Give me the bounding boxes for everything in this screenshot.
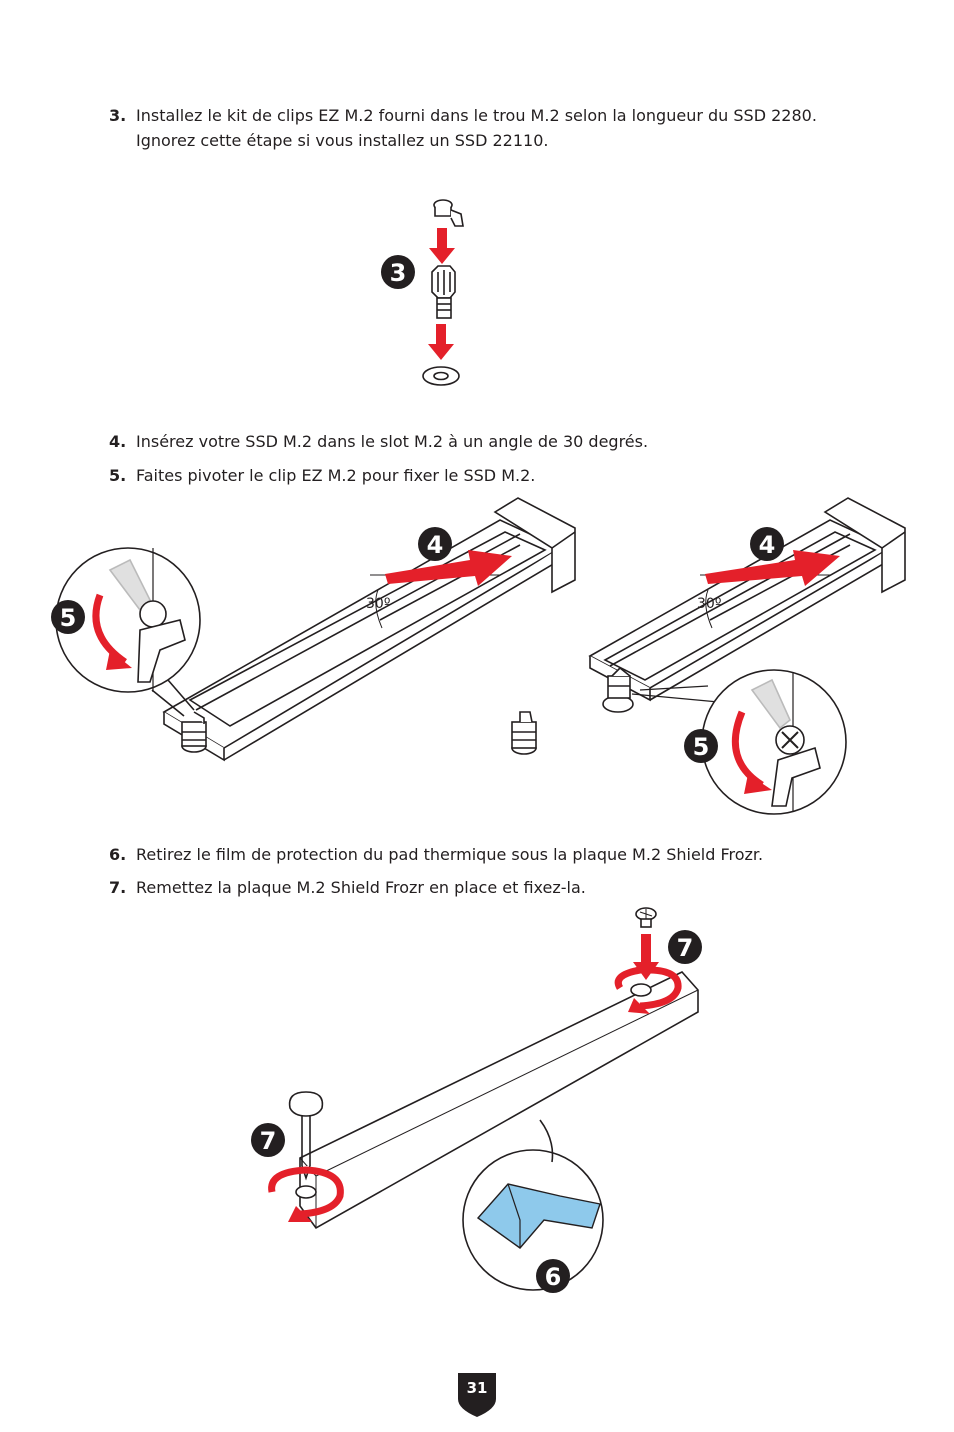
step-number: 3. <box>109 106 127 125</box>
zoom-detail-thermal-pad <box>462 1119 604 1291</box>
step-text: Retirez le film de protection du pad the… <box>136 845 764 864</box>
step-number: 6. <box>109 845 127 864</box>
arrow-down-icon <box>429 228 455 264</box>
badge-6: 6 <box>536 1259 570 1293</box>
svg-text:7: 7 <box>260 1127 277 1155</box>
page-number: 31 <box>466 1379 488 1397</box>
badge-7: 7 <box>668 930 702 964</box>
badge-7: 7 <box>251 1123 285 1157</box>
standoff-icon <box>431 265 456 319</box>
ez-clip-icon <box>602 666 634 713</box>
rotate-arrowhead-icon <box>288 998 650 1222</box>
badge-5: 5 <box>684 729 718 763</box>
rotate-arrow-icon <box>268 966 682 1218</box>
page-number-badge: 31 <box>458 1373 496 1417</box>
svg-text:6: 6 <box>545 1263 562 1291</box>
figure-ez-clip-kit <box>422 199 464 386</box>
mounting-hole-icon <box>422 366 460 386</box>
step-text: Faites pivoter le clip EZ M.2 pour fixer… <box>136 466 536 485</box>
step-text: Remettez la plaque M.2 Shield Frozr en p… <box>136 878 586 897</box>
step-7: 7. Remettez la plaque M.2 Shield Frozr e… <box>109 875 586 900</box>
screw-icon <box>635 907 657 928</box>
figure-ssd-insert-left <box>162 497 576 762</box>
svg-text:7: 7 <box>677 934 694 962</box>
step-4: 4. Insérez votre SSD M.2 dans le slot M.… <box>109 429 648 454</box>
angle-label: 30º <box>697 596 721 612</box>
figure-shield-frozr <box>288 907 699 1230</box>
angle-label: 30º <box>366 596 390 612</box>
badge-4: 4 <box>750 527 784 561</box>
svg-text:3: 3 <box>390 259 407 287</box>
step-number: 4. <box>109 432 127 451</box>
insert-arrow-icon <box>705 550 840 586</box>
ez-clip-icon <box>181 711 207 753</box>
step-number: 7. <box>109 878 127 897</box>
step-number: 5. <box>109 466 127 485</box>
step-text: Insérez votre SSD M.2 dans le slot M.2 à… <box>136 432 649 451</box>
badge-3: 3 <box>381 255 415 289</box>
clip-piece-icon <box>433 199 464 227</box>
ez-clip-icon <box>511 711 537 755</box>
zoom-detail-rotate-clip <box>55 547 201 717</box>
svg-text:4: 4 <box>427 531 444 559</box>
step-6: 6. Retirez le film de protection du pad … <box>109 842 763 867</box>
svg-text:5: 5 <box>693 733 710 761</box>
badge-4: 4 <box>418 527 452 561</box>
svg-text:4: 4 <box>759 531 776 559</box>
svg-text:5: 5 <box>60 604 77 632</box>
badge-5: 5 <box>51 600 85 634</box>
arrow-down-icon <box>428 324 454 360</box>
zoom-detail-locked-clip <box>701 669 847 815</box>
step-text: Installez le kit de clips EZ M.2 fourni … <box>136 106 817 150</box>
step-5: 5. Faites pivoter le clip EZ M.2 pour fi… <box>109 463 535 488</box>
step-3: 3. Installez le kit de clips EZ M.2 four… <box>109 103 836 153</box>
insert-arrow-icon <box>385 550 512 586</box>
screwdriver-icon <box>288 1091 324 1181</box>
